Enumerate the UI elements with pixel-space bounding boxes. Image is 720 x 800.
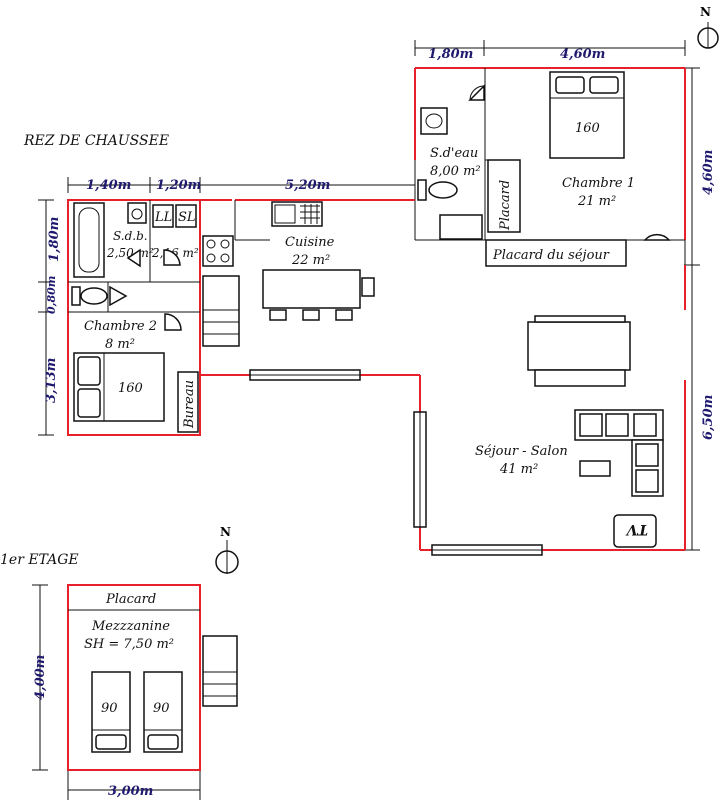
appliance-label: LL xyxy=(154,210,172,225)
room-area: 41 m² xyxy=(499,462,538,477)
chambre-1-walls xyxy=(414,67,686,310)
bed-icon: 160 xyxy=(549,71,625,159)
bed-icon: 90 xyxy=(143,671,183,753)
north-arrow-icon: N xyxy=(697,5,719,49)
room-name: Cuisine xyxy=(285,235,335,250)
room-name: S.d.b. xyxy=(113,229,148,243)
room-area: SH = 7,50 m² xyxy=(84,637,174,652)
bed-icon: 160 xyxy=(73,352,165,422)
tv-icon: TV xyxy=(613,514,657,548)
room-name: Séjour - Salon xyxy=(475,444,568,459)
door xyxy=(109,248,182,331)
toilet-icon xyxy=(417,179,458,201)
closet-label: Placard xyxy=(498,180,513,231)
dimension-label: 1,40m xyxy=(86,178,131,193)
sofa-icon xyxy=(574,409,664,497)
appliance-label: SL xyxy=(178,210,196,225)
svg-text:N: N xyxy=(700,5,711,19)
coffee-table xyxy=(579,460,611,477)
washing-machine xyxy=(152,204,174,228)
sejour-table xyxy=(527,315,631,387)
dimension-label: 6,50m xyxy=(701,395,716,440)
room-name: S.d'eau xyxy=(430,146,478,161)
room-name: Mezzzanine xyxy=(91,619,170,634)
dryer xyxy=(175,204,197,228)
toilet-icon xyxy=(71,286,108,306)
dimension-label: 1,80m xyxy=(428,47,473,62)
dimension-label: 3,00m xyxy=(108,784,153,799)
mezzanine-walls xyxy=(67,584,201,771)
dimension-label: 1,20m xyxy=(156,178,201,193)
stove-icon xyxy=(202,235,234,267)
sink-icon xyxy=(420,107,448,135)
first-floor-title: 1er ETAGE xyxy=(0,552,79,568)
shower-tray xyxy=(439,214,483,240)
sink-icon xyxy=(271,201,323,227)
placard-closet xyxy=(487,159,521,233)
svg-text:90: 90 xyxy=(101,701,118,716)
desk xyxy=(177,371,199,433)
bathtub-icon xyxy=(73,202,105,278)
room-area: 8,00 m² xyxy=(430,164,481,179)
bed-icon: 90 xyxy=(91,671,131,753)
closet-label: Placard du séjour xyxy=(492,248,610,263)
room-area: 22 m² xyxy=(291,253,330,268)
dimension-label: 4,60m xyxy=(560,47,605,62)
closet-label: Placard xyxy=(105,592,156,607)
dining-table xyxy=(262,269,375,321)
svg-text:160: 160 xyxy=(118,381,143,396)
dimension-label: 4,60m xyxy=(701,150,716,195)
svg-text:160: 160 xyxy=(575,121,600,136)
chambre-2-walls xyxy=(67,199,201,436)
stairs xyxy=(202,275,240,347)
dimension-label: 3,13m xyxy=(44,358,59,403)
svg-text:N: N xyxy=(220,525,231,539)
window xyxy=(249,369,543,556)
svg-text:90: 90 xyxy=(153,701,170,716)
sink-icon xyxy=(127,202,147,224)
dimension-label: 1,80m xyxy=(47,217,62,262)
room-area: 2,16 m² xyxy=(151,246,199,260)
door xyxy=(468,84,485,101)
room-area: 8 m² xyxy=(105,337,135,352)
room-name: Chambre 1 xyxy=(562,176,635,191)
north-arrow-icon: N xyxy=(215,525,239,574)
ground-floor-title: REZ DE CHAUSSEE xyxy=(23,133,169,149)
dimension-label: 0,80m xyxy=(45,276,58,314)
dimension-label: 5,20m xyxy=(285,178,330,193)
placard-sejour-closet xyxy=(485,239,627,267)
svg-text:TV: TV xyxy=(625,521,648,537)
room-area: 2,50 m² xyxy=(106,246,154,260)
stairs xyxy=(202,635,238,707)
room-area: 21 m² xyxy=(577,194,616,209)
room-name: Chambre 2 xyxy=(84,319,157,334)
dimension-label: 4,00m xyxy=(33,655,48,700)
door xyxy=(643,233,671,241)
desk-label: Bureau xyxy=(182,380,197,429)
